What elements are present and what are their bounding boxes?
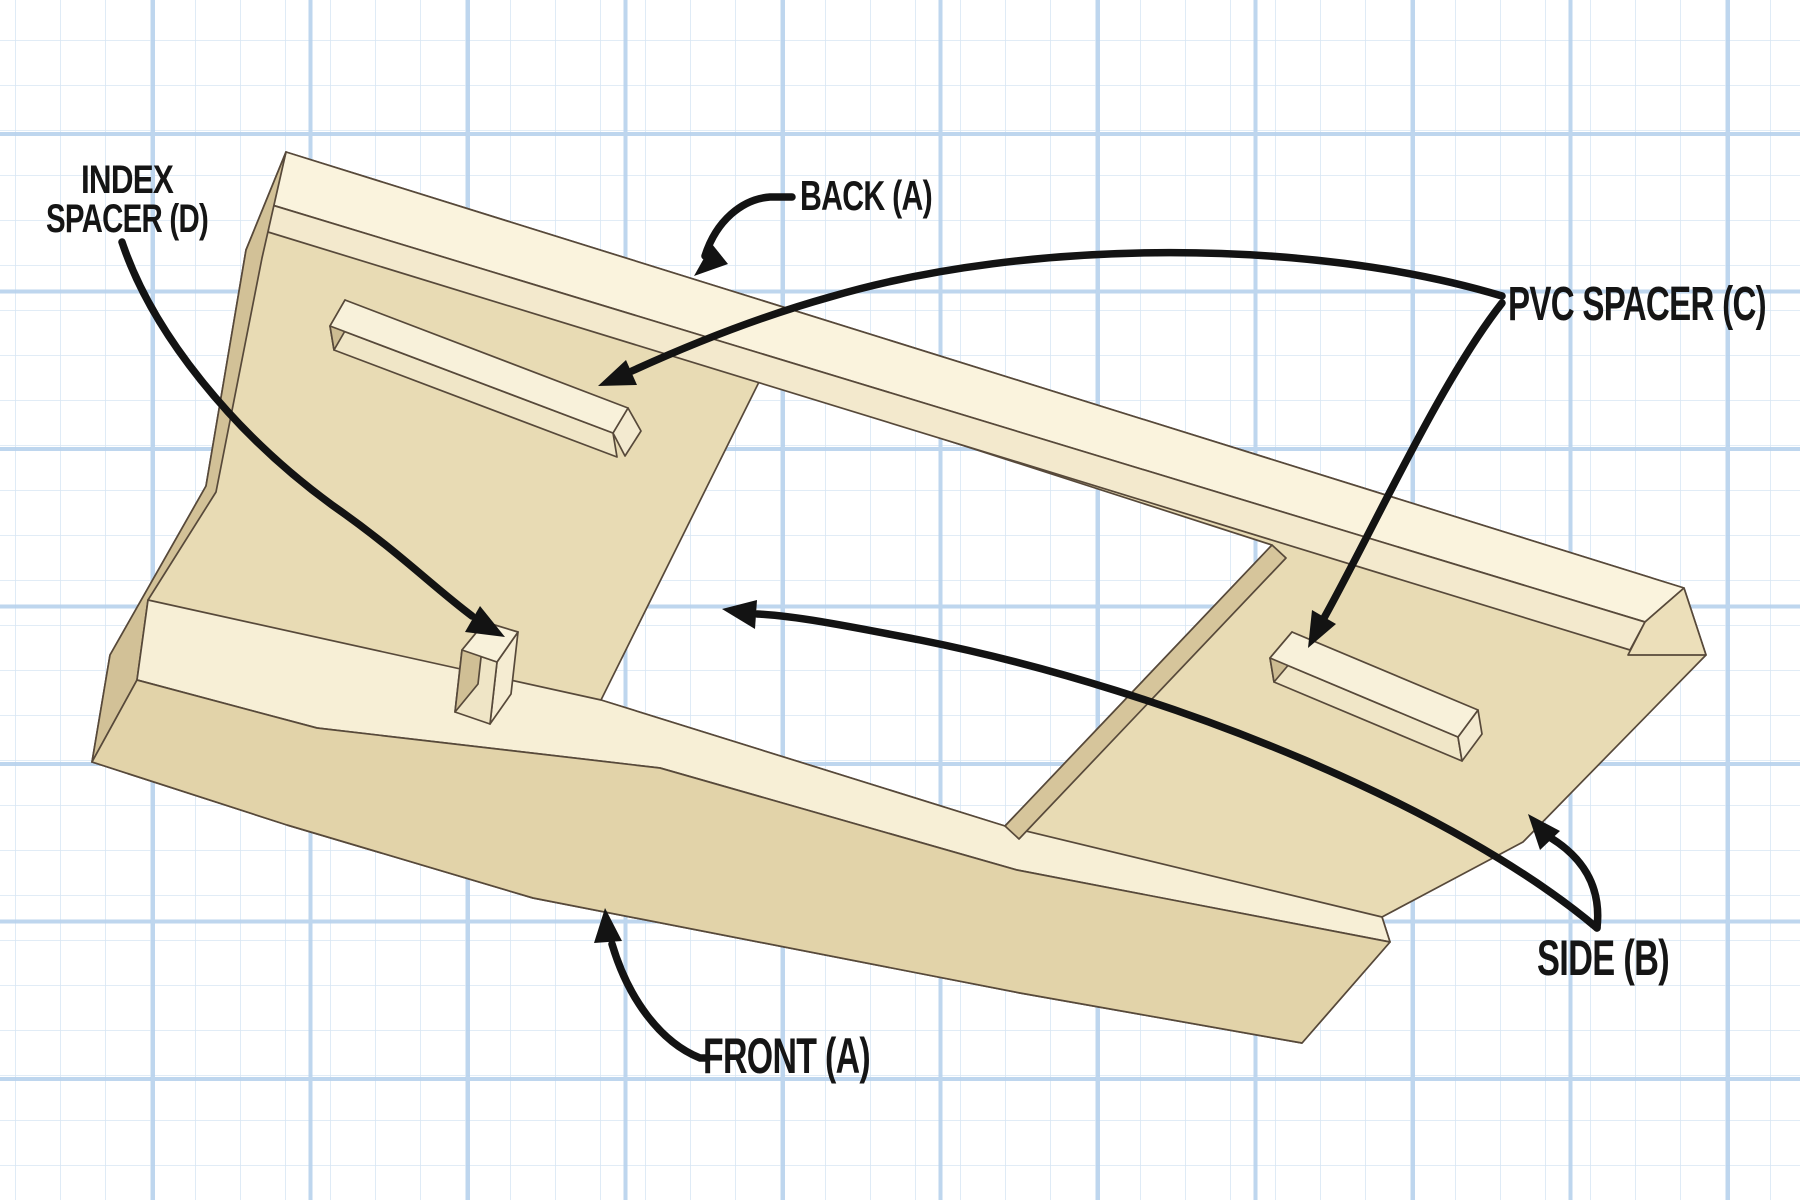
arrow-pvc-spacer-right — [1308, 299, 1506, 648]
arrow-index-stem — [118, 238, 476, 620]
label-front-a: FRONT (A) — [703, 1028, 870, 1084]
arrow-pvc-left-stem — [628, 248, 1506, 375]
arrow-front-a — [594, 908, 710, 1062]
arrow-side-short-stem — [1547, 834, 1602, 932]
index-spacer-block — [454, 621, 519, 725]
arrow-pvc-right-stem — [1320, 299, 1506, 622]
right-side-panel-edge — [1004, 544, 1287, 840]
arrow-front-stem — [608, 940, 710, 1062]
back-board-end-bevel — [1627, 587, 1707, 656]
arrow-pvc-right-head — [1308, 610, 1336, 648]
arrow-pvc-left-head — [598, 360, 637, 386]
arrow-side-b-short — [1528, 814, 1602, 932]
pvc-spacer-left-top-face — [329, 299, 629, 434]
arrow-pvc-spacer-left — [598, 248, 1506, 386]
index-spacer-top-face — [461, 621, 519, 663]
pvc-spacer-right-top-face — [1269, 631, 1479, 738]
pvc-spacer-left — [329, 299, 642, 458]
label-index-spacer-line1: INDEX — [81, 158, 174, 202]
arrow-side-long-stem — [753, 610, 1601, 932]
front-board-front-face — [91, 679, 1391, 1044]
arrow-side-short-head — [1528, 814, 1560, 850]
arrow-front-head — [594, 908, 622, 943]
arrow-index-spacer — [118, 238, 505, 637]
arrow-back-a-stem — [701, 193, 796, 260]
arrow-side-long-head — [722, 600, 757, 629]
label-pvc-spacer-c: PVC SPACER (C) — [1508, 278, 1766, 331]
label-back-a: BACK (A) — [800, 172, 932, 219]
pvc-spacer-right — [1269, 631, 1483, 762]
arrow-side-b-long — [722, 600, 1601, 932]
label-index-spacer-line2: SPACER (D) — [46, 197, 208, 241]
label-side-b: SIDE (B) — [1537, 930, 1669, 986]
arrow-back-a — [694, 193, 796, 276]
arrow-back-a-head — [694, 244, 728, 276]
arrow-index-head — [465, 606, 505, 637]
